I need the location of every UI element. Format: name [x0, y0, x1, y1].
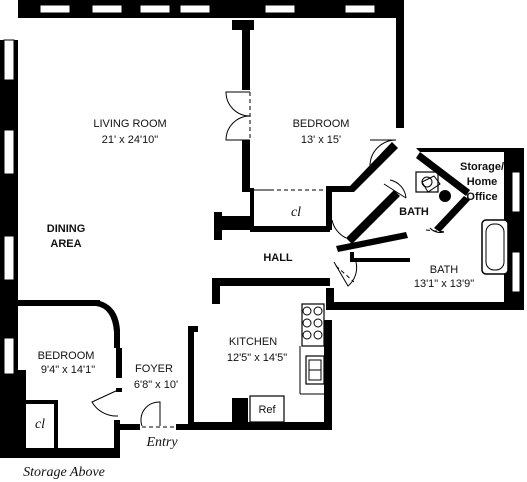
storage-above-label: Storage Above	[23, 465, 105, 480]
dining-line2: AREA	[50, 238, 81, 250]
closet-main-label: cl	[291, 205, 301, 220]
sink-icon	[305, 355, 325, 385]
bedroom-main-name: BEDROOM	[293, 118, 350, 130]
toilet-icon	[439, 190, 451, 202]
room-labels: LIVING ROOM 21' x 24'10" BEDROOM 13' x 1…	[23, 118, 504, 480]
bedroom-small-size: 9'4" x 14'1"	[41, 364, 95, 376]
entry-label: Entry	[145, 435, 178, 450]
storage-office-line1: Storage/	[460, 161, 504, 173]
bath-large-name: BATH	[430, 264, 459, 276]
bath-large-size: 13'1" x 13'9"	[414, 278, 474, 290]
closet-small-label: cl	[35, 417, 45, 432]
living-room-name: LIVING ROOM	[93, 118, 166, 130]
bedroom-small-name: BEDROOM	[38, 350, 95, 362]
bedroom-main-size: 13' x 15'	[301, 134, 341, 146]
stove-icon	[301, 303, 325, 347]
interior-walls	[18, 20, 470, 450]
fixtures	[232, 171, 509, 423]
living-room-size: 21' x 24'10"	[102, 134, 159, 146]
foyer-name: FOYER	[135, 363, 173, 375]
dining-line1: DINING	[47, 223, 86, 235]
hall-name: HALL	[263, 252, 293, 264]
storage-office-line2: Home	[467, 176, 498, 188]
doors	[91, 91, 447, 428]
refrigerator	[249, 395, 285, 423]
kitchen-name: KITCHEN	[229, 336, 277, 348]
foyer-size: 6'8" x 10'	[134, 379, 178, 391]
windows	[3, 4, 521, 375]
refrigerator-label: Ref	[258, 404, 276, 416]
kitchen-size: 12'5" x 14'5"	[227, 352, 287, 364]
bath-small-name: BATH	[399, 206, 429, 218]
storage-office-line3: Office	[466, 191, 497, 203]
